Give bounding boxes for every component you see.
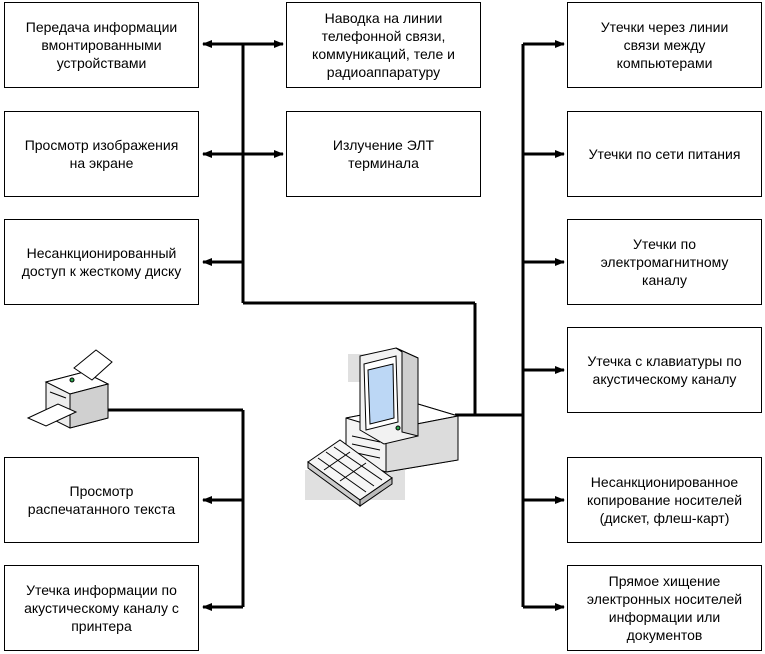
box-power: Утечки по сети питания: [567, 111, 762, 197]
left-connectors: [202, 40, 477, 415]
box-screen-view-label: Просмотр изображения на экране: [24, 137, 179, 171]
box-hdd-access-label: Несанкционированный доступ к жесткому ди…: [21, 245, 182, 279]
box-crt-label: Излучение ЭЛТ терминала: [332, 137, 435, 171]
box-network-label: Утечки через линии связи между компьютер…: [600, 19, 729, 71]
box-printer-acoustic-label: Утечка информации по акустическому канал…: [24, 582, 179, 634]
box-induction-label: Наводка на линии телефонной связи, комму…: [312, 10, 455, 80]
box-theft: Прямое хищение электронных носителей инф…: [567, 565, 762, 651]
box-printer-acoustic: Утечка информации по акустическому канал…: [4, 565, 199, 651]
box-keyboard-label: Утечка с клавиатуры по акустическому кан…: [587, 353, 742, 387]
box-screen-view: Просмотр изображения на экране: [4, 111, 199, 197]
box-print-view: Просмотр распечатанного текста: [4, 457, 199, 543]
box-crt: Излучение ЭЛТ терминала: [286, 111, 481, 197]
right-connectors: [455, 40, 565, 611]
box-keyboard: Утечка с клавиатуры по акустическому кан…: [567, 327, 762, 413]
box-embedded: Передача информации вмонтированными устр…: [4, 2, 199, 88]
box-print-view-label: Просмотр распечатанного текста: [27, 483, 176, 517]
box-hdd-access: Несанкционированный доступ к жесткому ди…: [4, 219, 199, 305]
box-em-label: Утечки по электромагнитному каналу: [600, 236, 729, 288]
box-media-copy: Несанкционированное копирование носителе…: [567, 457, 762, 543]
box-theft-label: Прямое хищение электронных носителей инф…: [586, 573, 743, 643]
box-power-label: Утечки по сети питания: [588, 146, 741, 162]
box-media-copy-label: Несанкционированное копирование носителе…: [586, 474, 743, 526]
box-embedded-label: Передача информации вмонтированными устр…: [25, 19, 178, 71]
computer-icon: [305, 347, 459, 507]
box-induction: Наводка на линии телефонной связи, комму…: [286, 2, 481, 88]
printer-connectors: [100, 408, 245, 611]
box-em: Утечки по электромагнитному каналу: [567, 219, 762, 305]
printer-icon: [26, 349, 113, 429]
box-network: Утечки через линии связи между компьютер…: [567, 2, 762, 88]
